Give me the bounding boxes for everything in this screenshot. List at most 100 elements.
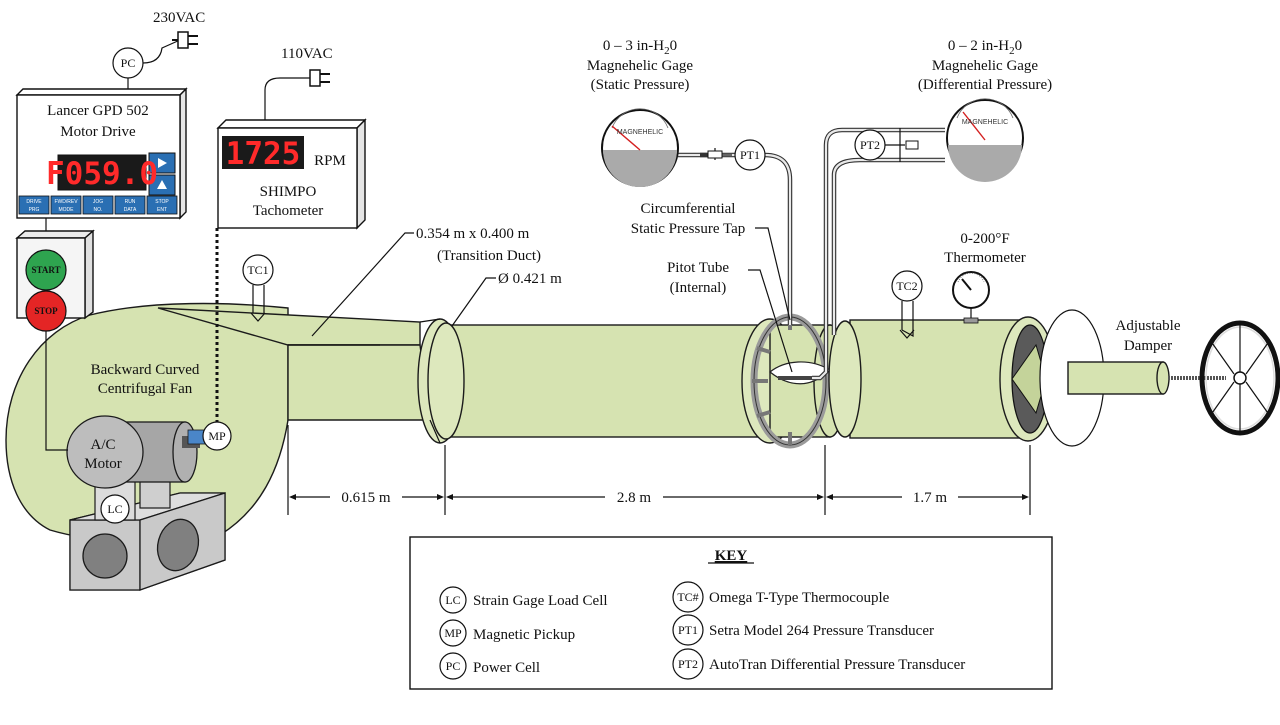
damper-label-2: Damper <box>1124 338 1172 354</box>
svg-text:LC: LC <box>445 593 460 607</box>
drive-key-prg[interactable] <box>18 195 50 215</box>
start-button[interactable] <box>25 249 67 291</box>
svg-text:RUN: RUN <box>125 199 136 205</box>
circ-tap-label-2: Static Pressure Tap <box>631 221 746 237</box>
circ-tap-label-1: Circumferential <box>641 201 736 217</box>
transition-duct-name: (Transition Duct) <box>437 248 541 264</box>
key-item-pt2: PT2 AutoTran Differential Pressure Trans… <box>672 648 965 680</box>
motor-label-1: A/C <box>90 437 115 453</box>
svg-text:Omega T-Type Thermocouple: Omega T-Type Thermocouple <box>709 590 890 606</box>
damper-handwheel[interactable] <box>1199 320 1280 436</box>
svg-text:PC: PC <box>446 659 461 673</box>
lc-label: LC <box>107 502 122 516</box>
drive-display: F059.0 <box>46 156 158 192</box>
thermometer-label-1: 0-200°F <box>960 231 1009 247</box>
svg-text:NO.: NO. <box>94 207 103 213</box>
fan-label-1: Backward Curved <box>91 362 200 378</box>
svg-text:TC#: TC# <box>677 590 698 604</box>
diff-gage-purpose: (Differential Pressure) <box>918 77 1052 93</box>
tach-brand: SHIMPO <box>260 184 317 200</box>
tach-display: 1725 <box>226 136 301 172</box>
svg-text:PT2: PT2 <box>678 657 698 671</box>
stop-label: STOP <box>34 306 58 316</box>
svg-text:PRG: PRG <box>29 207 40 213</box>
ac-motor <box>66 415 200 489</box>
drive-key-no[interactable] <box>82 195 114 215</box>
lc-sensor <box>100 494 130 524</box>
tc2-label: TC2 <box>896 279 917 293</box>
drive-key-mode[interactable] <box>50 195 82 215</box>
diff-gage-range: 0 – 2 in-H20 <box>948 38 1022 57</box>
drive-title-1: Lancer GPD 502 <box>47 103 149 119</box>
svg-text:STOP: STOP <box>155 199 169 205</box>
static-pressure-tubing <box>678 152 793 325</box>
duct-section-1 <box>444 324 766 438</box>
pc-label: PC <box>121 56 136 70</box>
damper-shaft-tube <box>1067 361 1164 395</box>
diff-gage-face: MAGNEHELIC <box>962 119 1008 126</box>
svg-text:DRIVE: DRIVE <box>26 199 42 205</box>
svg-text:MODE: MODE <box>59 207 75 213</box>
static-gage-face: MAGNEHELIC <box>617 129 663 136</box>
tachometer-panel <box>216 118 367 230</box>
stop-button[interactable] <box>25 290 67 332</box>
key-item-pc: PC Power Cell <box>439 652 540 680</box>
svg-text:DATA: DATA <box>124 207 137 213</box>
dimension-lines <box>287 425 1031 515</box>
pc-sensor <box>112 47 144 79</box>
fan-label-2: Centrifugal Fan <box>98 381 193 397</box>
key-title: KEY <box>715 548 748 564</box>
svg-text:PT1: PT1 <box>678 623 698 637</box>
key-item-mp: MP Magnetic Pickup <box>439 619 575 647</box>
svg-text:Magnetic Pickup: Magnetic Pickup <box>473 627 575 643</box>
svg-text:ENT: ENT <box>157 207 167 213</box>
tc1-sensor <box>242 254 274 286</box>
tach-unit: RPM <box>314 153 346 169</box>
svg-text:Strain Gage Load Cell: Strain Gage Load Cell <box>473 593 608 609</box>
drive-key-data[interactable] <box>114 195 146 215</box>
diff-gage-name: Magnehelic Gage <box>932 58 1039 74</box>
differential-pressure-tubing <box>812 127 945 381</box>
drive-key-ent[interactable] <box>146 195 178 215</box>
pitot-label-2: (Internal) <box>670 280 727 296</box>
key-item-tc: TC# Omega T-Type Thermocouple <box>672 581 890 613</box>
legend-key <box>409 536 1053 690</box>
pt1-label: PT1 <box>740 148 760 162</box>
start-label: START <box>31 265 60 275</box>
svg-text:FWD/REV: FWD/REV <box>54 199 78 205</box>
svg-text:Power Cell: Power Cell <box>473 660 540 676</box>
tach-voltage: 110VAC <box>281 46 333 62</box>
mp-sensor <box>202 421 232 451</box>
tach-name: Tachometer <box>253 203 324 219</box>
svg-text:JOG: JOG <box>93 199 103 205</box>
tc1-label: TC1 <box>247 263 268 277</box>
plug-icon <box>172 31 198 49</box>
static-gage-range: 0 – 3 in-H20 <box>603 38 677 57</box>
pitot-label-1: Pitot Tube <box>667 260 729 276</box>
pt2-label: PT2 <box>860 138 880 152</box>
damper-label-1: Adjustable <box>1116 318 1181 334</box>
mp-label: MP <box>208 429 226 443</box>
dim-28: 2.8 m <box>617 490 652 506</box>
thermometer <box>952 271 990 324</box>
transition-duct-side <box>287 344 431 421</box>
dim-0615: 0.615 m <box>341 490 391 506</box>
static-pressure-gage: MAGNEHELIC <box>601 108 679 187</box>
pt1-sensor <box>734 139 766 171</box>
duct-diameter: Ø 0.421 m <box>498 271 562 287</box>
key-item-pt1: PT1 Setra Model 264 Pressure Transducer <box>672 614 934 646</box>
drive-keypad: DRIVE PRG FWD/REV MODE JOG NO. RUN DATA … <box>18 195 178 215</box>
static-gage-purpose: (Static Pressure) <box>591 77 690 93</box>
differential-pressure-gage: MAGNEHELIC <box>946 98 1024 182</box>
start-stop-station <box>15 229 95 332</box>
motor-label-2: Motor <box>84 456 122 472</box>
transition-duct-dims: 0.354 m x 0.400 m <box>416 226 530 242</box>
dim-17: 1.7 m <box>913 490 948 506</box>
static-gage-name: Magnehelic Gage <box>587 58 694 74</box>
svg-text:AutoTran Differential Pressure: AutoTran Differential Pressure Transduce… <box>709 657 965 673</box>
tc2-sensor <box>891 270 923 302</box>
key-item-lc: LC Strain Gage Load Cell <box>439 586 608 614</box>
thermometer-label-2: Thermometer <box>944 250 1026 266</box>
